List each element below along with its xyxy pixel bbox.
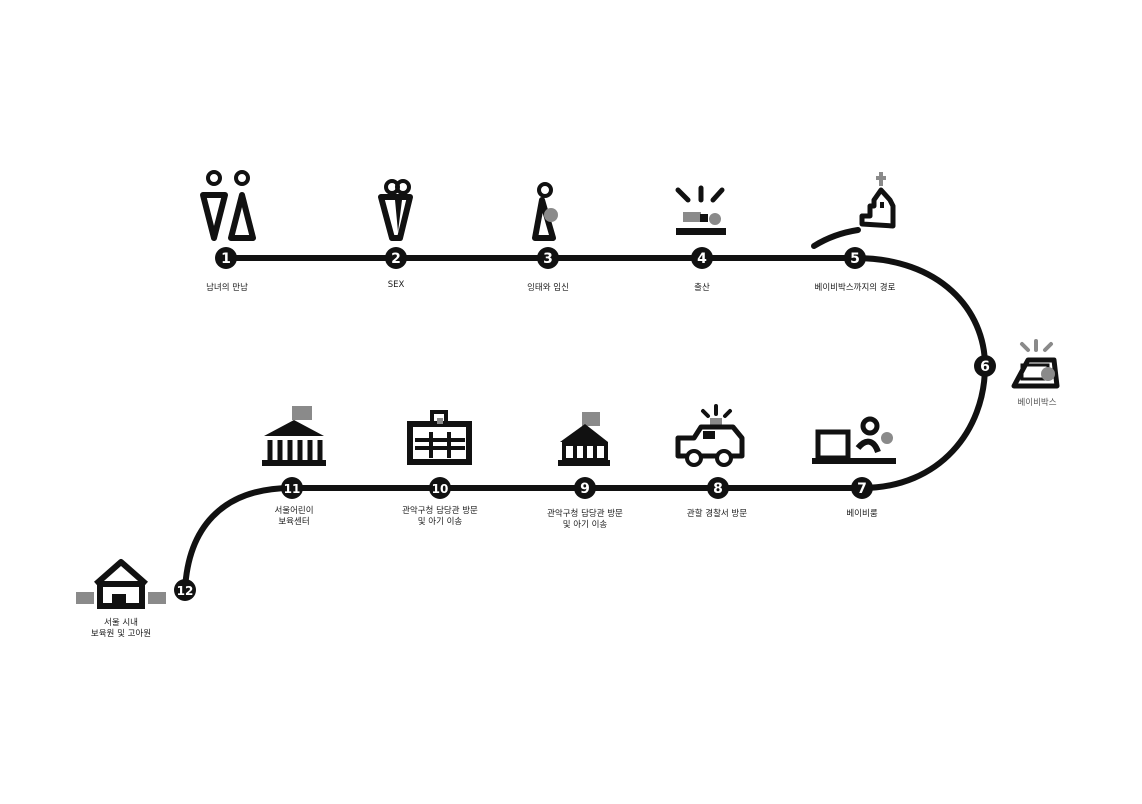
step-node-circle — [281, 477, 303, 499]
church-hill-icon — [859, 172, 896, 229]
couple-icon — [200, 170, 256, 241]
step-node-circle — [851, 477, 873, 499]
step-number: 7 — [857, 481, 867, 497]
district-office-icon — [558, 412, 610, 466]
step-node-9: 9 — [574, 477, 596, 499]
office-building-icon — [407, 410, 472, 465]
step-label-11: 서울어린이 보육센터 — [274, 506, 314, 527]
step-number: 2 — [391, 251, 401, 267]
orphanage-icon — [76, 559, 166, 609]
step-number: 1 — [221, 251, 231, 267]
step-node-circle — [691, 247, 713, 269]
step-number: 9 — [580, 481, 590, 497]
step-node-10: 10 — [429, 477, 451, 499]
step-number: 5 — [850, 251, 860, 267]
embrace-icon — [378, 179, 413, 241]
step-number: 6 — [980, 359, 990, 375]
childcare-center-icon — [262, 406, 326, 466]
step-number: 3 — [543, 251, 553, 267]
step-number: 12 — [177, 584, 194, 598]
step-node-circle — [707, 477, 729, 499]
step-label-3: 잉태와 임신 — [527, 283, 569, 293]
step-label-2: SEX — [387, 280, 405, 290]
pregnancy-icon — [532, 182, 558, 241]
step-node-circle — [974, 355, 996, 377]
step-number: 11 — [284, 482, 301, 496]
step-label-9: 관악구청 담당관 방문 및 아기 이송 — [547, 509, 623, 530]
police-car-icon — [675, 404, 745, 467]
step-label-6: 베이비박스 — [1017, 398, 1057, 408]
step-label-12: 서울 시내 보육원 및 고아원 — [90, 618, 152, 639]
step-node-circle — [844, 247, 866, 269]
approach-line — [811, 227, 861, 249]
step-node-4: 4 — [691, 247, 713, 269]
baby-box-icon — [1011, 339, 1060, 389]
step-node-circle — [537, 247, 559, 269]
step-node-6: 6 — [974, 355, 996, 377]
step-node-7: 7 — [851, 477, 873, 499]
step-node-12: 12 — [174, 579, 196, 601]
step-node-circle — [215, 247, 237, 269]
step-label-1: 남녀의 만남 — [206, 283, 248, 293]
step-label-8: 관할 경찰서 방문 — [686, 509, 748, 519]
step-node-3: 3 — [537, 247, 559, 269]
step-node-circle — [574, 477, 596, 499]
step-node-circle — [429, 477, 451, 499]
step-node-circle — [174, 579, 196, 601]
childbirth-icon — [675, 185, 726, 235]
step-node-circle — [385, 247, 407, 269]
route-line — [182, 255, 989, 593]
step-number: 10 — [432, 482, 449, 496]
baby-room-icon — [812, 416, 896, 464]
step-node-2: 2 — [385, 247, 407, 269]
step-node-5: 5 — [844, 247, 866, 269]
step-node-8: 8 — [707, 477, 729, 499]
step-node-1: 1 — [215, 247, 237, 269]
step-label-5: 베이비박스까지의 경로 — [814, 283, 896, 293]
step-number: 4 — [697, 251, 707, 267]
step-node-11: 11 — [281, 477, 303, 499]
step-number: 8 — [713, 481, 723, 497]
step-label-10: 관악구청 담당관 방문 및 아기 이송 — [402, 506, 478, 527]
step-label-7: 베이비룸 — [846, 509, 878, 519]
step-label-4: 출산 — [694, 283, 710, 293]
